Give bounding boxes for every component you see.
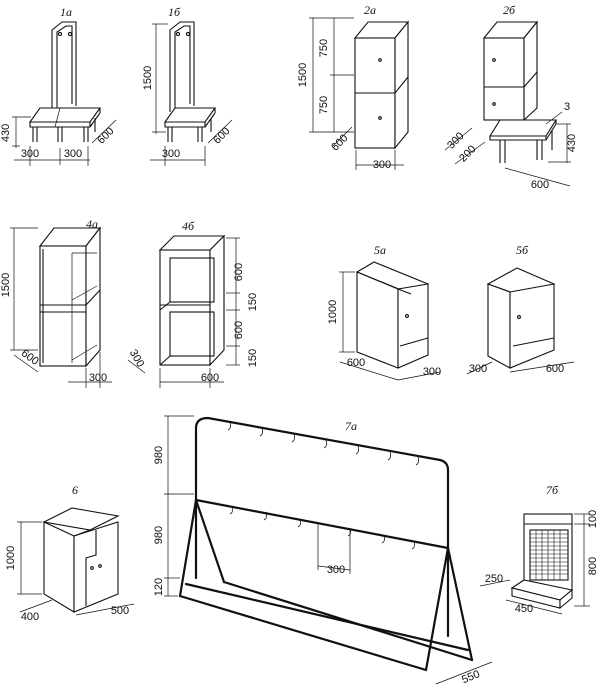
dim-7a-980-top: 980	[153, 446, 165, 464]
dim-4a-600: 600	[19, 347, 41, 367]
figure-7a-label: 7а	[345, 419, 357, 433]
dim-2b-300: 300	[445, 130, 466, 151]
figure-5a-label: 5а	[374, 243, 386, 257]
dim-4b-600: 600	[201, 372, 219, 384]
figure-1b: 1б 1500 300 600	[142, 5, 233, 166]
dim-7b-250: 250	[485, 573, 503, 585]
dim-4b-300: 300	[127, 348, 147, 370]
figure-7b: 7б 100 800 250 450	[479, 483, 599, 615]
dim-2a-750-bottom: 750	[318, 96, 330, 114]
figure-2b-label: 2б	[503, 3, 516, 17]
dim-1a-300-left: 300	[21, 148, 39, 160]
dim-5b-300: 300	[469, 363, 487, 375]
figure-2a: 2а 1500 750 750 600 300	[297, 3, 410, 171]
label-2b-bench: 3	[564, 101, 570, 113]
dim-7b-800: 800	[587, 557, 599, 575]
dim-6-400: 400	[21, 611, 39, 623]
dim-1a-430: 430	[0, 124, 12, 142]
dim-7a-550: 550	[460, 668, 482, 686]
dim-4b-150-top: 150	[247, 293, 259, 311]
figure-5a: 5а 1000 600 300	[327, 243, 441, 381]
figure-6: 6 1000 400 500	[5, 483, 135, 623]
figure-5b: 5б 300 600	[466, 243, 575, 375]
dim-6-500: 500	[111, 605, 129, 617]
figure-2a-label: 2а	[364, 3, 376, 17]
figure-7b-label: 7б	[546, 483, 559, 497]
figure-4b: 4б 600 150 600 150 300 600	[127, 219, 259, 388]
dim-4b-600-bottom: 600	[233, 321, 245, 339]
figure-1b-label: 1б	[168, 5, 181, 19]
figure-6-label: 6	[72, 483, 78, 497]
dim-7a-980-bottom: 980	[153, 526, 165, 544]
dim-1b-600: 600	[211, 125, 232, 146]
figure-2b: 2б 3 300 200 430 600	[444, 3, 578, 191]
dim-5a-600: 600	[347, 357, 365, 369]
dim-4b-150-bottom: 150	[247, 349, 259, 367]
figure-1a-label: 1а	[60, 5, 72, 19]
dim-7b-100: 100	[587, 510, 599, 528]
dim-6-1000: 1000	[5, 546, 17, 570]
dim-1b-1500: 1500	[142, 66, 154, 90]
dim-2b-200: 200	[457, 143, 478, 164]
figure-4b-label: 4б	[182, 219, 195, 233]
dim-4b-600-top: 600	[233, 263, 245, 281]
figure-7a: 7а 300 980 980	[153, 415, 493, 686]
figure-1a: 1а 430 300 300 600	[0, 5, 117, 166]
dim-4a-300: 300	[89, 372, 107, 384]
dim-7a-120: 120	[153, 578, 165, 596]
figure-5b-label: 5б	[516, 243, 529, 257]
dim-1b-300: 300	[162, 148, 180, 160]
dim-1a-600: 600	[95, 125, 116, 146]
dim-5a-1000: 1000	[327, 300, 339, 324]
dim-7a-300: 300	[327, 564, 345, 576]
dim-2a-1500: 1500	[297, 63, 309, 87]
dim-2a-300: 300	[373, 159, 391, 171]
dim-1a-300-right: 300	[64, 148, 82, 160]
dim-2b-600: 600	[531, 179, 549, 191]
figure-4a: 4а 1500 600 300	[0, 217, 112, 388]
dim-5b-600: 600	[546, 363, 564, 375]
dim-2a-600: 600	[329, 132, 350, 153]
dim-5a-300: 300	[423, 366, 441, 378]
dim-2b-430: 430	[566, 134, 578, 152]
dim-2a-750-top: 750	[318, 39, 330, 57]
dim-4a-1500: 1500	[0, 273, 12, 297]
dim-7b-450: 450	[515, 603, 533, 615]
